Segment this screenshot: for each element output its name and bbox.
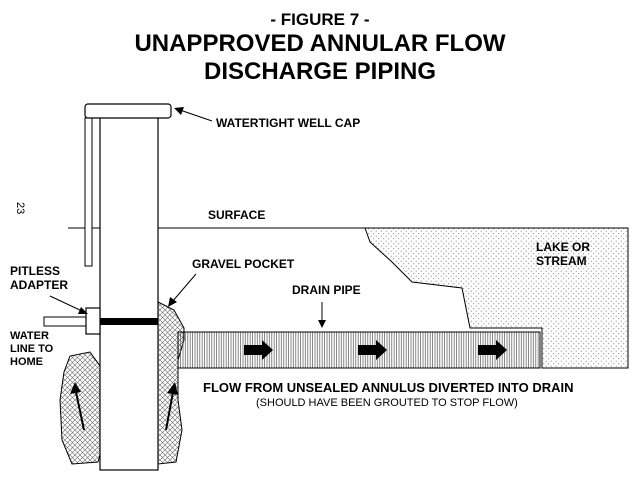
label-lake-line-2: STREAM: [536, 254, 587, 268]
right-arrow-icon: [358, 340, 387, 360]
leader-pitless: [49, 295, 88, 314]
up-arrow-icon: [70, 382, 85, 431]
pitless-adapter: [85, 307, 101, 335]
internal-connection: [100, 318, 158, 325]
page-number: 23: [14, 202, 26, 215]
pitless-arm: [84, 117, 93, 267]
lake-stream: [364, 227, 629, 369]
well-casing: [99, 111, 159, 471]
label-pitless-line-1: PITLESS: [10, 264, 61, 278]
right-arrow-icon: [478, 340, 507, 360]
up-arrow-icon: [165, 382, 178, 431]
label-gravel-pocket: GRAVEL POCKET: [192, 257, 295, 271]
caption-sub: (SHOULD HAVE BEEN GROUTED TO STOP FLOW): [256, 397, 518, 409]
label-lake-line-1: LAKE OR: [536, 240, 590, 254]
well-cap: [84, 103, 172, 119]
leader-gravel-pocket: [168, 273, 197, 307]
figure-title-line-1: UNAPPROVED ANNULAR FLOW: [134, 30, 506, 57]
label-surface: SURFACE: [208, 208, 266, 222]
figure-title-line-2: DISCHARGE PIPING: [203, 58, 437, 85]
label-well-cap: WATERTIGHT WELL CAP: [216, 116, 361, 130]
label-water-line-2: LINE TO: [10, 343, 54, 355]
water-line-pipe: [43, 316, 93, 327]
label-pitless-line-2: ADAPTER: [10, 278, 69, 292]
leader-well-cap: [174, 107, 213, 122]
caption-main: FLOW FROM UNSEALED ANNULUS DIVERTED INTO…: [203, 380, 574, 395]
label-water-line-1: WATER: [10, 330, 49, 342]
leader-drain-pipe: [318, 302, 326, 328]
right-arrow-icon: [244, 340, 273, 360]
figure-number: - FIGURE 7 -: [270, 10, 370, 29]
label-drain-pipe: DRAIN PIPE: [292, 283, 361, 297]
gravel-pocket: [157, 301, 185, 465]
label-water-line-3: HOME: [10, 356, 43, 368]
